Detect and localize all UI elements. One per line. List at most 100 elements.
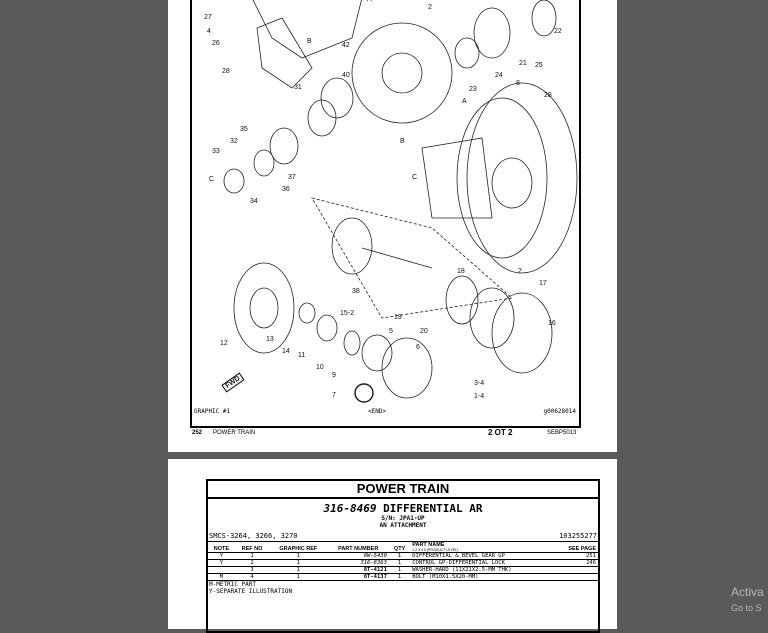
cell-graphic: 1	[269, 552, 328, 560]
callout: 10	[316, 364, 324, 371]
note-metric: M-METRIC PART	[209, 581, 256, 588]
cell-note: Y	[208, 559, 235, 567]
watermark-line1: Activa	[731, 585, 764, 599]
callout: 35	[240, 126, 248, 133]
cell-part: 8T-4137	[327, 573, 389, 580]
attachment-label: AN ATTACHMENT	[379, 522, 427, 529]
cell-name: DIFFERENTIAL & BEVEL GEAR GP	[410, 552, 554, 560]
col-note: NOTE	[213, 546, 230, 552]
callout: 31	[294, 84, 302, 91]
callout: 38	[352, 288, 360, 295]
callout: 2	[428, 4, 432, 11]
cell-name: CONTROL GP-DIFFERENTIAL LOCK	[410, 559, 554, 567]
cell-ref: 1	[234, 552, 270, 560]
exploded-diagram	[223, 0, 578, 403]
cell-page	[553, 566, 598, 574]
col-ref-no: REF NO	[241, 546, 263, 552]
callout: 13	[266, 336, 274, 343]
cell-graphic: 1	[269, 573, 328, 580]
cell-page	[553, 573, 598, 580]
callout: A	[462, 98, 467, 105]
callout: B	[307, 38, 312, 45]
callout: 2	[518, 268, 522, 275]
callout: C	[412, 174, 418, 181]
cell-qty: 1	[388, 559, 411, 567]
callout: 4	[207, 28, 211, 35]
callout: 15-2	[340, 310, 355, 317]
cell-part: 8W-5430	[327, 552, 389, 560]
serial-number: S/N: JPA1-UP	[381, 515, 425, 522]
cell-qty: 1	[388, 573, 411, 580]
pdf-page-parts-list: POWER TRAIN 316-8469 DIFFERENTIAL AR S/N…	[168, 459, 617, 633]
callout: 32	[230, 138, 238, 145]
page-number: 252	[192, 430, 203, 436]
callout: 8	[516, 80, 520, 87]
cell-part: 316-8363	[327, 559, 389, 567]
cell-graphic: 1	[269, 566, 328, 574]
cell-ref: 4	[234, 573, 270, 580]
callout: 6	[416, 344, 420, 351]
callout: 24	[495, 72, 503, 79]
page-of: 2 OT 2	[488, 428, 513, 437]
callout: B	[400, 138, 405, 145]
callout: 33	[212, 148, 220, 155]
callout: 26	[212, 40, 220, 47]
assembly-name: DIFFERENTIAL AR	[383, 502, 483, 515]
callout: 18	[457, 268, 465, 275]
col-part-number: PART NUMBER	[338, 546, 379, 552]
callout: 3-4	[474, 380, 485, 387]
callout: 9	[332, 372, 336, 379]
callout: 22	[554, 28, 562, 35]
graphic-label: GRAPHIC #1	[194, 408, 231, 415]
assembly-title: 316-8469 DIFFERENTIAL AR	[208, 502, 598, 515]
cell-page: 246	[553, 559, 598, 567]
callout: 12	[220, 340, 228, 347]
graphic-id: g00628014	[543, 408, 576, 415]
col-graphic-ref: GRAPHIC REF	[279, 546, 318, 552]
callout: 36	[282, 186, 290, 193]
callout: C	[209, 176, 215, 183]
callout: 1-4	[474, 393, 485, 400]
parts-table: NOTE REF NO GRAPHIC REF PART NUMBER QTY …	[208, 542, 598, 580]
callout: 27	[204, 14, 212, 21]
cell-graphic: 1	[269, 559, 328, 567]
callout: 17	[539, 280, 547, 287]
callout: 23	[469, 86, 477, 93]
cell-note: Y	[208, 552, 235, 560]
cell-qty: 1	[388, 566, 411, 574]
callout: 25	[535, 62, 543, 69]
watermark-line2: Go to S	[731, 603, 762, 613]
callout: 40	[342, 72, 350, 79]
callout: 21	[519, 60, 527, 67]
section-title: POWER TRAIN	[208, 481, 598, 499]
cell-note: M	[208, 573, 235, 580]
end-label: <END>	[368, 408, 387, 415]
parts-list-frame: POWER TRAIN 316-8469 DIFFERENTIAL AR S/N…	[206, 479, 600, 633]
callout: 42	[342, 42, 350, 49]
cell-qty: 1	[388, 552, 411, 560]
callout: 7	[332, 392, 336, 399]
callout: A	[367, 0, 372, 3]
note-separate: Y-SEPARATE ILLUSTRATION	[209, 588, 293, 595]
cell-ref: 3	[234, 566, 270, 574]
col-see-page: SEE PAGE	[568, 546, 596, 552]
pdf-page-252: 27 4 26 28 B A 2 42 22 21 25 24 23 40 31…	[168, 0, 617, 452]
callout: 28	[222, 68, 230, 75]
callout: 28	[544, 92, 552, 99]
callout: 37	[288, 174, 296, 181]
assembly-part-number: 316-8469	[323, 502, 377, 515]
callout: 16	[548, 320, 556, 327]
reference-id: 103255277	[559, 532, 597, 540]
callout: 11	[298, 352, 306, 359]
callout: 14	[282, 348, 290, 355]
callout: 19	[394, 314, 402, 321]
cell-name: WASHER-HARD (11X21X2.5-MM THK)	[410, 566, 554, 574]
col-qty: QTY	[393, 546, 406, 552]
callout: 34	[250, 198, 258, 205]
